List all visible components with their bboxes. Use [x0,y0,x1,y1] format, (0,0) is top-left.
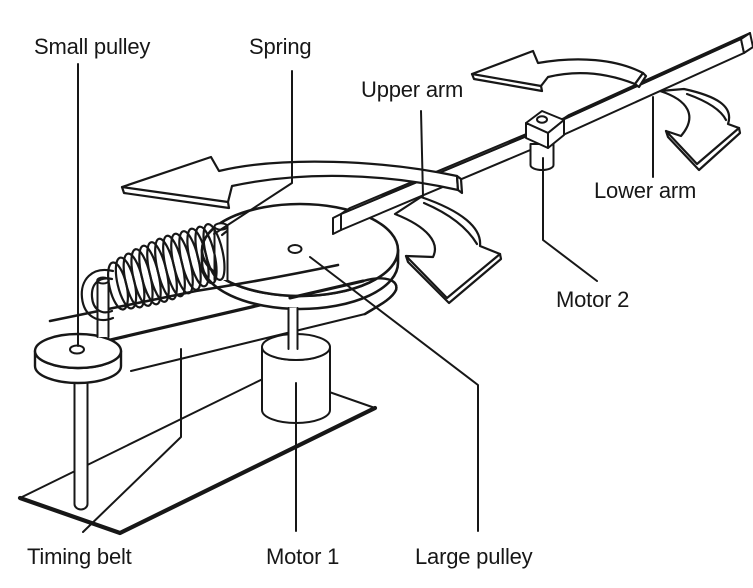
lower-arm-swing-arrow-icon [470,49,648,93]
motor1-shaft [287,307,299,350]
lower-arm-rotation-arrow-icon [658,87,742,172]
leader-upper-arm [420,110,424,197]
label-lower-arm: Lower arm [594,178,697,203]
spring-hook [80,268,115,322]
spring-coil [80,223,229,322]
leader-large-pulley [309,256,479,532]
motor2-body [525,110,565,171]
leader-motor2 [542,157,598,282]
small-pulley-disc [33,332,123,385]
label-large-pulley: Large pulley [415,544,533,569]
leader-lines [77,63,654,533]
leader-spring [213,70,293,235]
small-pulley-shaft [73,367,89,511]
motor2-shaft-hole [536,115,548,124]
label-small-pulley: Small pulley [34,34,151,59]
upper-arm-swing-arrow-icon [120,155,464,210]
large-pulley-hole [287,244,303,254]
label-upper-arm: Upper arm [361,77,464,102]
large-pulley-rotation-arrow-icon [393,195,503,305]
small-pulley-hole [69,344,85,355]
label-motor-1: Motor 1 [266,544,340,569]
label-spring: Spring [249,34,312,59]
label-timing-belt: Timing belt [27,544,132,569]
large-pulley [200,202,400,311]
timing-belt-far-edge [48,263,340,323]
leader-timing-belt [82,348,182,533]
label-motor-2: Motor 2 [556,287,630,312]
